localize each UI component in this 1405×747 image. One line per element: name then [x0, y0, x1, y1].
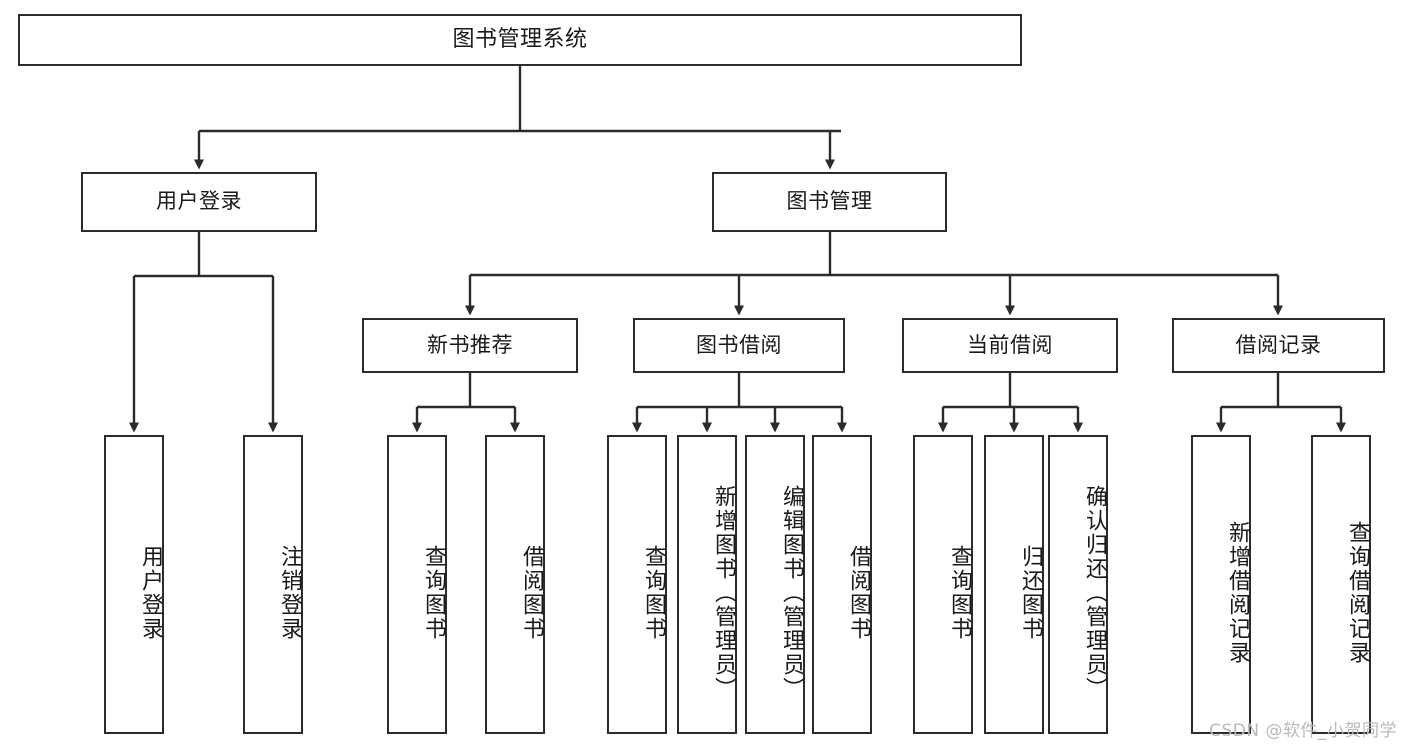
node-label: 用户登录	[138, 544, 163, 641]
node-label: 新增借阅记录	[1225, 520, 1250, 665]
node-book-borrow[interactable]: 图书借阅	[633, 318, 845, 373]
node-root-图书管理系统[interactable]: 图书管理系统	[18, 14, 1022, 66]
node-leaf-query-book-borrow[interactable]: 查询图书	[607, 435, 667, 734]
node-label: 新书推荐	[427, 332, 513, 357]
node-label: 图书借阅	[696, 332, 782, 357]
node-user-login[interactable]: 用户登录	[81, 172, 317, 232]
node-label: 借阅图书	[846, 544, 871, 641]
node-label: 图书管理	[786, 189, 873, 214]
node-book-management[interactable]: 图书管理	[712, 172, 947, 232]
node-leaf-query-borrow-record[interactable]: 查询借阅记录	[1311, 435, 1371, 734]
node-leaf-borrow-book-new-recommend[interactable]: 借阅图书	[485, 435, 545, 734]
node-label: 借阅记录	[1235, 332, 1322, 357]
node-label: 查询图书	[421, 544, 446, 641]
node-label: 确认归还（管理员）	[1082, 484, 1107, 701]
node-leaf-query-book-current[interactable]: 查询图书	[913, 435, 973, 734]
node-leaf-add-book-admin[interactable]: 新增图书（管理员）	[677, 435, 737, 734]
node-label: 新增图书（管理员）	[711, 484, 736, 701]
node-borrow-record[interactable]: 借阅记录	[1172, 318, 1385, 373]
node-label: 当前借阅	[967, 332, 1053, 357]
node-label: 查询图书	[641, 544, 666, 641]
node-new-book-recommend[interactable]: 新书推荐	[362, 318, 578, 373]
node-label: 查询借阅记录	[1345, 520, 1370, 665]
node-leaf-confirm-return-admin[interactable]: 确认归还（管理员）	[1048, 435, 1108, 734]
node-leaf-edit-book-admin[interactable]: 编辑图书（管理员）	[745, 435, 805, 734]
node-label: 查询图书	[947, 544, 972, 641]
watermark-text: CSDN @软件_小贺同学	[1209, 721, 1397, 741]
node-label: 用户登录	[156, 189, 242, 214]
node-leaf-add-borrow-record[interactable]: 新增借阅记录	[1191, 435, 1251, 734]
node-label: 注销登录	[277, 544, 302, 641]
node-leaf-query-book-new-recommend[interactable]: 查询图书	[387, 435, 447, 734]
node-label: 编辑图书（管理员）	[779, 484, 804, 701]
node-leaf-user-login[interactable]: 用户登录	[104, 435, 164, 734]
node-leaf-borrow-book[interactable]: 借阅图书	[812, 435, 872, 734]
node-leaf-return-book[interactable]: 归还图书	[984, 435, 1044, 734]
node-label: 归还图书	[1018, 544, 1043, 641]
node-label: 图书管理系统	[452, 26, 588, 52]
node-label: 借阅图书	[519, 544, 544, 641]
node-leaf-logout[interactable]: 注销登录	[243, 435, 303, 734]
node-current-borrow[interactable]: 当前借阅	[902, 318, 1118, 373]
